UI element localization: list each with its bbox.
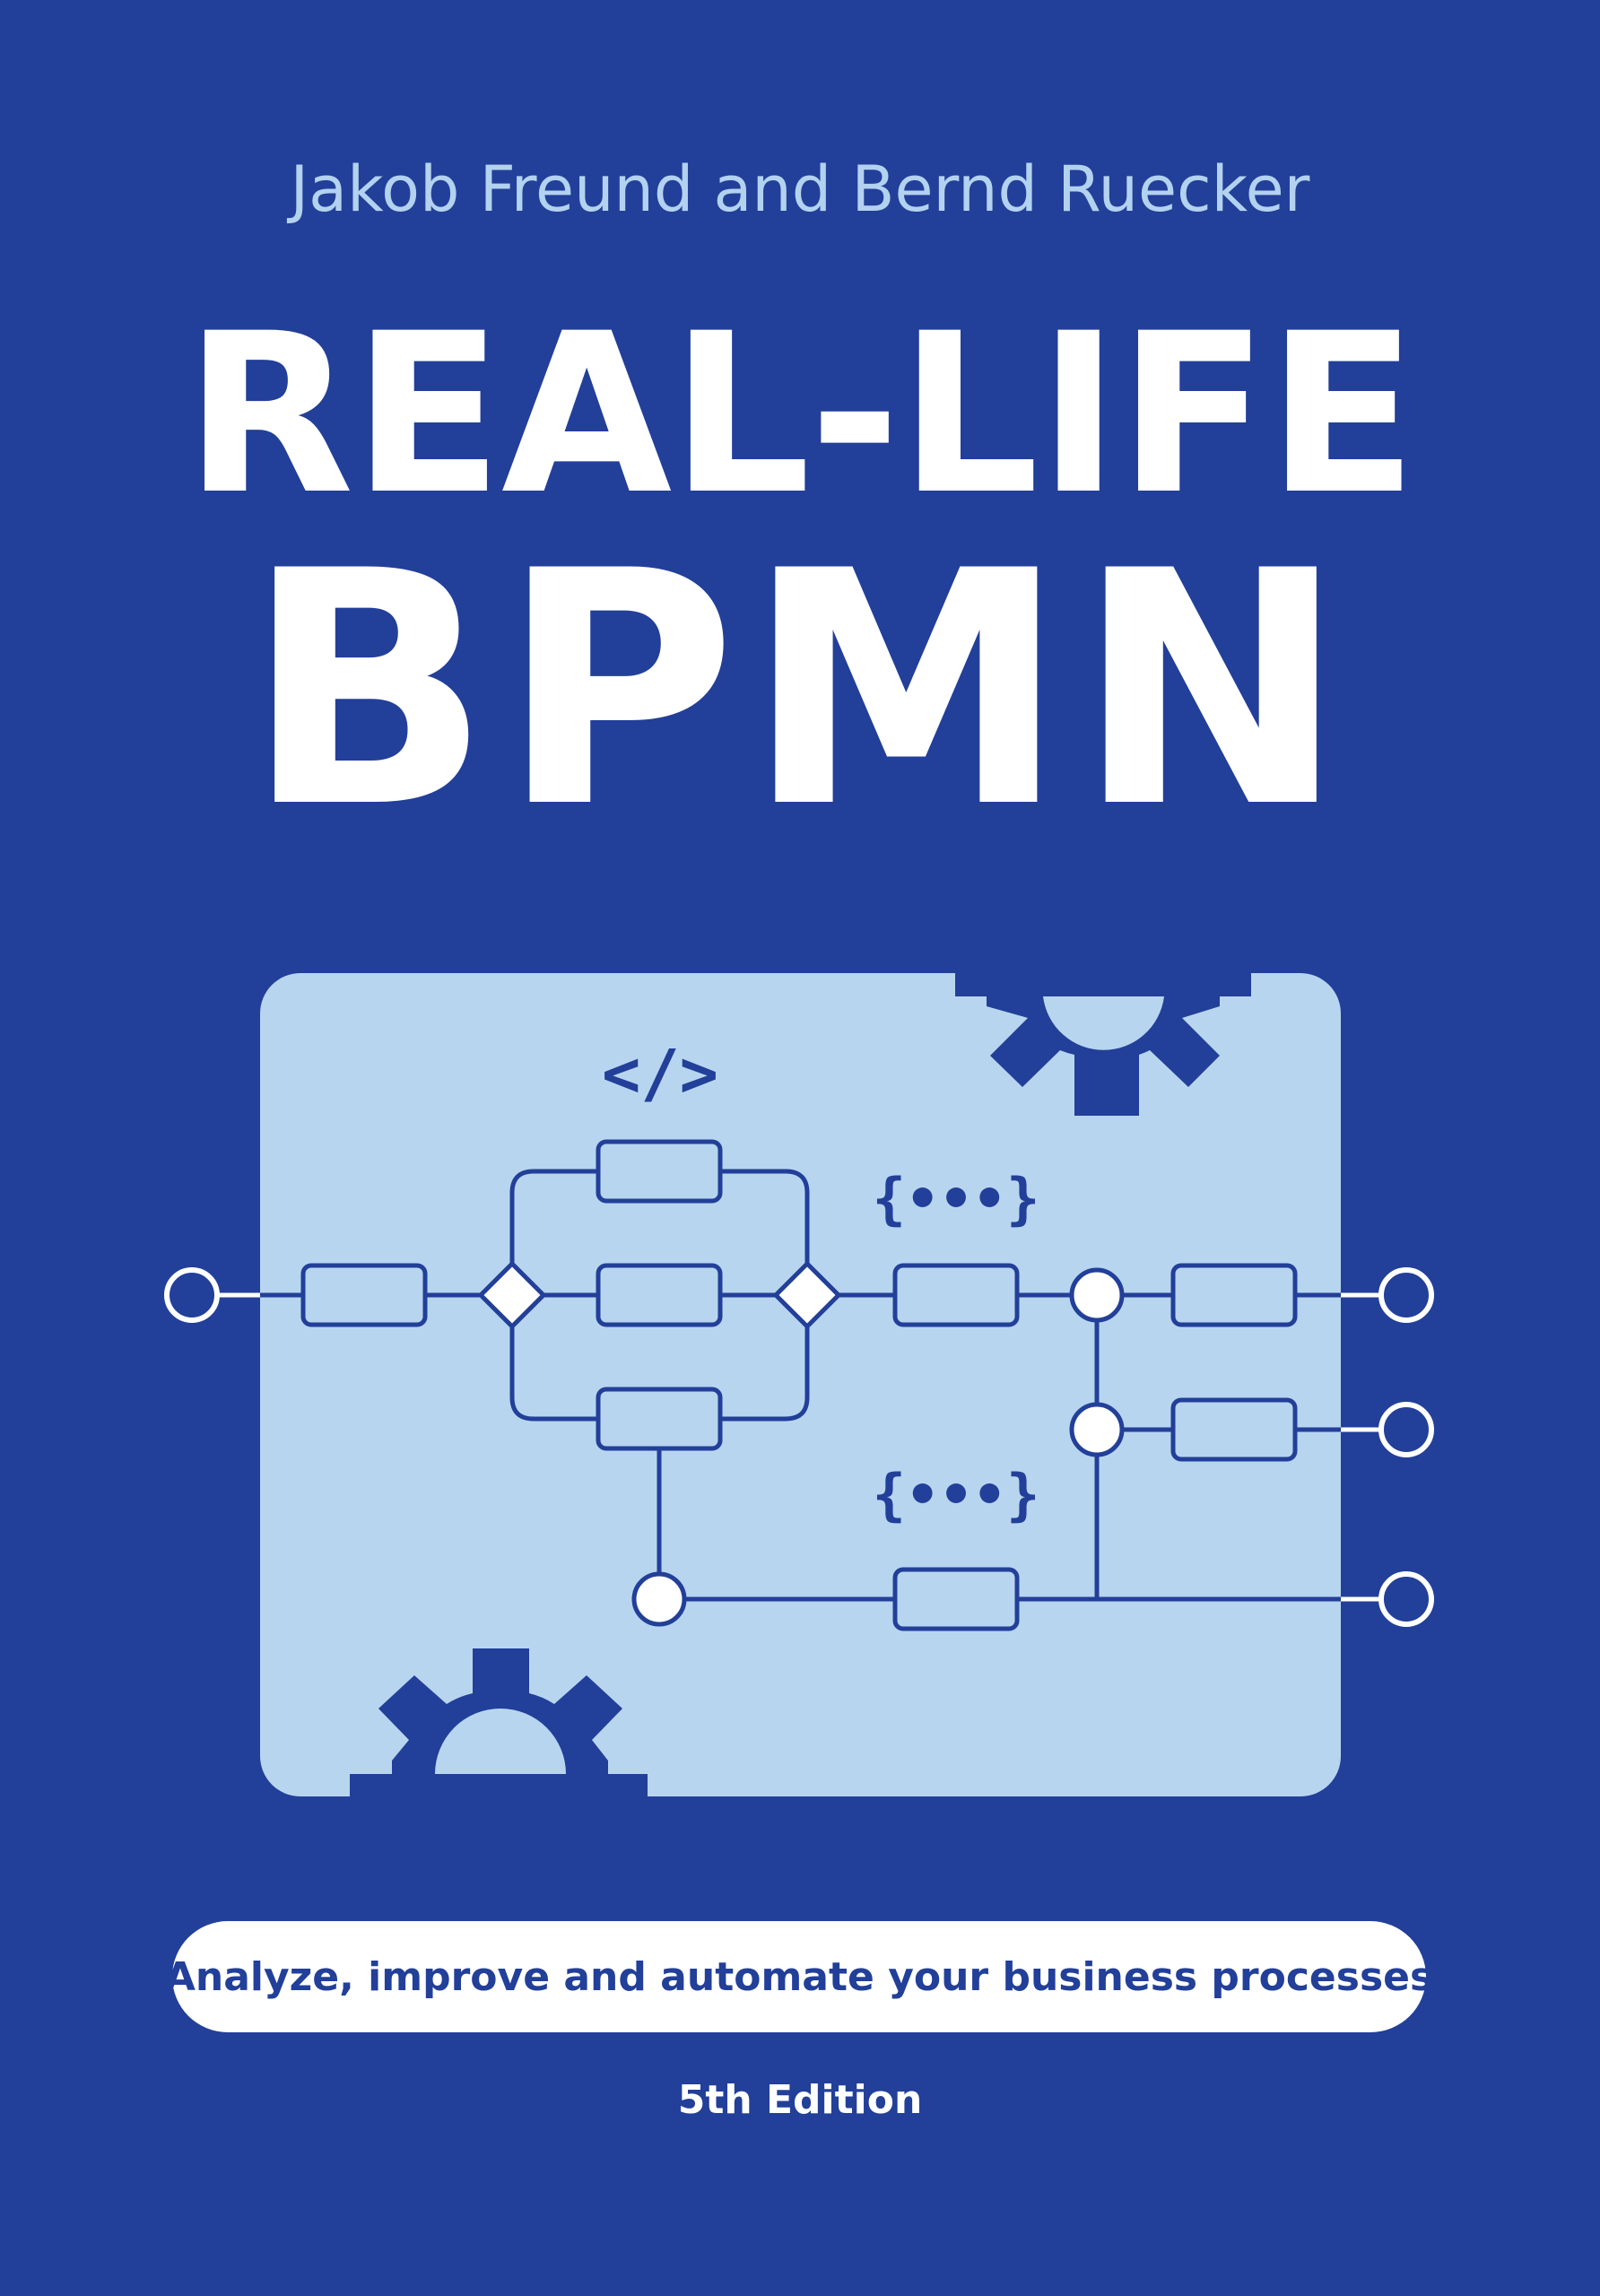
task-box bbox=[596, 1387, 723, 1451]
gateway-diamond bbox=[477, 1260, 547, 1330]
task-box bbox=[596, 1139, 723, 1204]
title-line-2: BPMN bbox=[245, 502, 1355, 878]
task-box bbox=[596, 1263, 723, 1327]
gateway-diamond bbox=[772, 1260, 842, 1330]
end-event bbox=[1378, 1402, 1434, 1457]
authors-line: Jakob Freund and Bernd Ruecker bbox=[290, 152, 1310, 226]
intermediate-event bbox=[1069, 1267, 1125, 1323]
braces-icon: {•••} bbox=[873, 1166, 1040, 1231]
gateways bbox=[477, 1260, 842, 1330]
tagline-badge: Analyze, improve and automate your busin… bbox=[165, 1921, 1433, 2032]
task-box bbox=[892, 1263, 1020, 1327]
task-box bbox=[892, 1567, 1020, 1631]
gear-icon bbox=[350, 1648, 648, 1801]
end-event bbox=[1378, 1571, 1434, 1627]
edition-label: 5th Edition bbox=[677, 2077, 923, 2123]
start-event bbox=[164, 1267, 220, 1323]
end-event bbox=[1378, 1267, 1434, 1323]
task-box bbox=[300, 1263, 428, 1327]
diagram-panel bbox=[260, 973, 1341, 1796]
code-icon: </> bbox=[602, 1036, 718, 1111]
gear-icon bbox=[955, 973, 1251, 1116]
intermediate-event bbox=[631, 1571, 687, 1627]
title-line-1: REAL-LIFE bbox=[184, 287, 1417, 544]
task-box bbox=[1170, 1397, 1298, 1462]
tagline-text: Analyze, improve and automate your busin… bbox=[164, 1953, 1434, 2000]
braces-icon: {•••} bbox=[873, 1462, 1040, 1527]
events bbox=[631, 1267, 1125, 1627]
task-boxes bbox=[300, 1139, 1298, 1631]
outer-connectors bbox=[217, 1292, 1381, 1602]
intermediate-event bbox=[1069, 1402, 1125, 1457]
task-box bbox=[1170, 1263, 1298, 1327]
